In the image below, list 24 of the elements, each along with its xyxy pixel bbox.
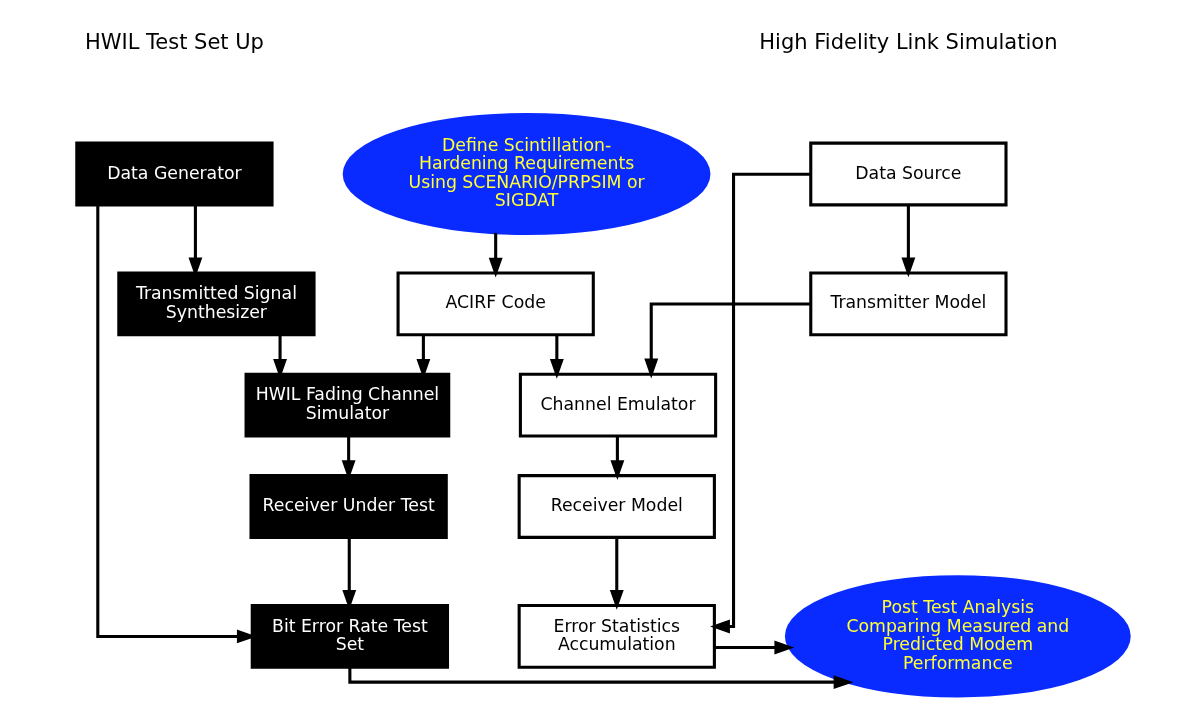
node-box: Data Generator bbox=[75, 141, 274, 207]
node-box: ACIRF Code bbox=[396, 271, 595, 337]
label: High Fidelity Link Simulation bbox=[759, 30, 1058, 55]
node-ellipse: Define Scintillation-Hardening Requirements Using SCENARIO/PRPSIM or SIGDAT bbox=[342, 112, 711, 236]
node-box: Error Statistics Accumulation bbox=[517, 603, 716, 669]
arrow bbox=[714, 640, 795, 655]
arrow bbox=[348, 667, 854, 690]
arrow bbox=[610, 436, 625, 481]
arrow bbox=[609, 537, 624, 610]
node-box: Bit Error Rate Test Set bbox=[250, 603, 450, 669]
arrow bbox=[488, 232, 503, 278]
arrow bbox=[901, 205, 916, 278]
node-box: Transmitted Signal Synthesizer bbox=[117, 271, 316, 337]
node-box: Channel Emulator bbox=[518, 372, 718, 438]
node-box: HWIL Fading Channel Simulator bbox=[244, 372, 451, 438]
node-ellipse: Post Test Analysis Comparing Measured and Predicted Modem Performance bbox=[784, 575, 1131, 698]
arrow bbox=[710, 172, 811, 634]
node-box: Transmitter Model bbox=[809, 271, 1008, 337]
arrow bbox=[549, 334, 564, 379]
label: HWIL Test Set Up bbox=[84, 30, 264, 55]
node-box: Data Source bbox=[809, 141, 1008, 207]
node-box: Receiver Model bbox=[517, 474, 716, 539]
arrow bbox=[644, 302, 811, 379]
node-box: Receiver Under Test bbox=[249, 474, 448, 539]
